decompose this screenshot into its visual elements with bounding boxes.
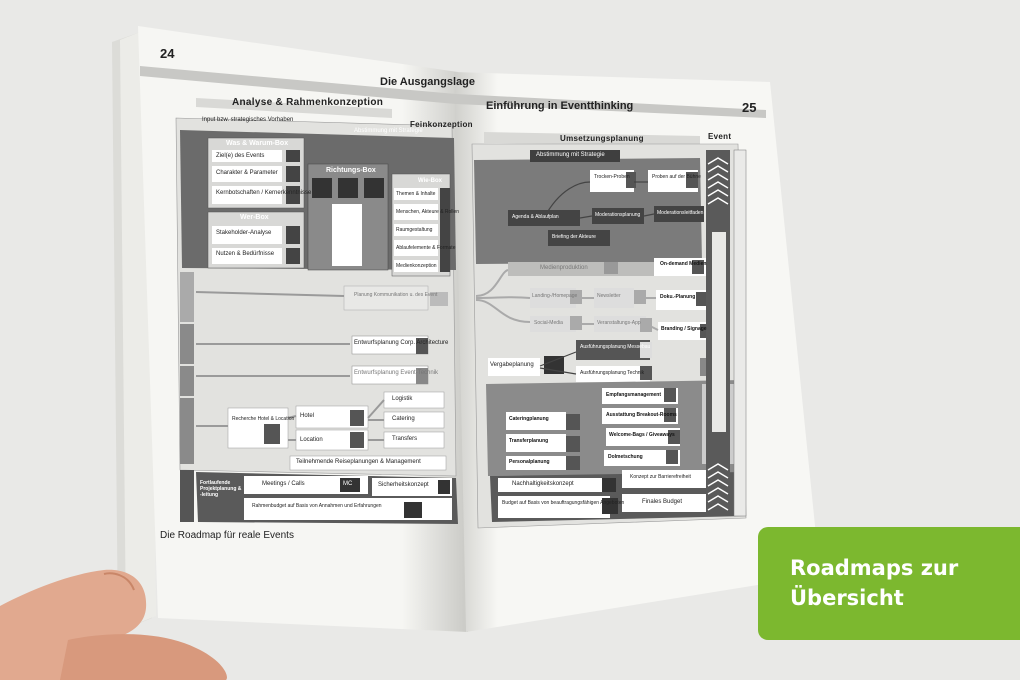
wie-item-2: Menschen, Akteure & Rollen: [396, 209, 460, 215]
node-budget: Budget auf Basis von beauftragungsfähige…: [502, 500, 625, 506]
entwurf-corp-label: Entwurfsplanung Corp. Architecture: [354, 340, 449, 346]
pm-fortlaufend: Fortlaufende Projektplanung & -leitung: [200, 480, 242, 498]
was-item-3: Kernbotschaften / Kernerkenntnisse: [216, 190, 312, 196]
node-messebau: Ausführungsplanung Messebau: [580, 344, 651, 350]
hand-thumb: [0, 569, 147, 680]
wie-item-5: Medienkonzeption: [396, 263, 437, 269]
teilnehmende-label: Teilnehmende Reiseplanungen & Management: [296, 459, 421, 465]
left-banner-right: Feinkonzeption: [410, 120, 473, 129]
pm-rahmenbudget: Rahmenbudget auf Basis von Annahmen und …: [252, 503, 382, 509]
right-abstimmung: Abstimmung mit Strategie: [536, 152, 605, 158]
right-banner-event: Event: [708, 132, 732, 141]
right-banner: [484, 132, 700, 146]
hotel-label: Hotel: [300, 413, 315, 419]
pm-sicherheit: Sicherheitskonzept: [378, 482, 429, 488]
was-item-2: Charakter & Parameter: [216, 170, 278, 176]
input-label: Input bzw. strategisches Vorhaben: [202, 117, 294, 123]
wie-item-3: Raumgestaltung: [396, 227, 433, 233]
node-barriere: Konzept zur Barrierefreiheit: [630, 474, 691, 480]
node-moderation: Moderationsplanung: [595, 212, 641, 218]
right-running-head: Einführung in Eventthinking: [486, 100, 634, 112]
location-label: Location: [300, 437, 323, 443]
node-doku: Doku.-Planung: [660, 294, 696, 300]
node-personal: Personalplanung: [509, 459, 550, 465]
transfers-label: Transfers: [392, 436, 418, 442]
node-catering: Cateringplanung: [509, 416, 549, 422]
left-caption: Die Roadmap für reale Events: [160, 530, 294, 541]
node-newsletter: Newsletter: [597, 293, 621, 299]
node-empfang: Empfangsmanagement: [606, 392, 662, 398]
wer-item-1: Stakeholder-Analyse: [216, 230, 272, 236]
node-vergabe: Vergabeplanung: [490, 362, 534, 368]
logistik-label: Logistik: [392, 396, 413, 402]
wer-item-2: Nutzen & Bedürfnisse: [216, 251, 275, 257]
pm-meetings: Meetings / Calls: [262, 481, 305, 487]
right-banner-title: Umsetzungsplanung: [560, 134, 644, 143]
node-technik: Ausführungsplanung Technik: [580, 370, 645, 376]
node-transfer: Transferplanung: [509, 438, 549, 444]
wer-box-title: Wer-Box: [240, 214, 269, 221]
node-proben-buehne: Proben auf der Bühne: [652, 174, 701, 180]
left-banner: [196, 98, 392, 118]
node-trocken-proben: Trocken-Proben: [594, 174, 630, 180]
pm-mc: MC: [343, 481, 353, 487]
catering-label: Catering: [392, 416, 415, 422]
left-page-number: 24: [160, 46, 175, 61]
wie-item-4: Ablaufelemente & Formate: [396, 245, 456, 251]
left-banner-title: Analyse & Rahmenkonzeption: [232, 97, 384, 108]
node-branding: Branding / Signage: [661, 326, 707, 332]
node-medienproduktion: Medienproduktion: [540, 265, 588, 271]
node-agenda: Agenda & Ablaufplan: [512, 214, 559, 220]
node-on-demand: On-demand Medien: [660, 261, 707, 267]
planung-label: Planung Kommunikation u. des Event: [354, 292, 438, 298]
node-breakout: Ausstattung Breakout-Rooms: [606, 412, 677, 418]
node-social-media: Social-Media: [534, 320, 563, 326]
left-running-head: Die Ausgangslage: [380, 76, 475, 88]
wie-item-1: Themen & Inhalte: [396, 191, 436, 197]
node-welcome: Welcome-Bags / Giveaways: [609, 432, 675, 438]
entwurf-tech-label: Entwurfsplanung Event-Technik: [354, 370, 439, 376]
node-briefing: Briefing der Akteure: [552, 234, 596, 240]
was-item-1: Ziel(e) des Events: [216, 153, 265, 159]
node-dolmetsch: Dolmetschung: [608, 454, 643, 460]
node-finales-budget: Finales Budget: [642, 499, 683, 505]
callout-text: Roadmaps zur Übersicht: [790, 556, 959, 610]
node-app: Veranstaltungs-App: [597, 320, 641, 326]
node-nachhaltigkeit: Nachhaltigkeitskonzept: [512, 481, 574, 487]
was-box-title: Was & Warum-Box: [226, 140, 289, 147]
node-leitfaden: Moderationsleitfaden: [657, 210, 704, 216]
right-page-number: 25: [742, 100, 757, 115]
richtungs-box-title: Richtungs-Box: [326, 167, 376, 174]
node-landing: Landing-/Homepage: [532, 293, 578, 299]
recherche-label: Recherche Hotel & Location: [232, 416, 295, 422]
callout-banner: Roadmaps zur Übersicht: [758, 527, 1020, 640]
left-abstimmung: Abstimmung mit Strategie: [354, 128, 423, 134]
wie-box-title: Wie-Box: [418, 178, 442, 184]
